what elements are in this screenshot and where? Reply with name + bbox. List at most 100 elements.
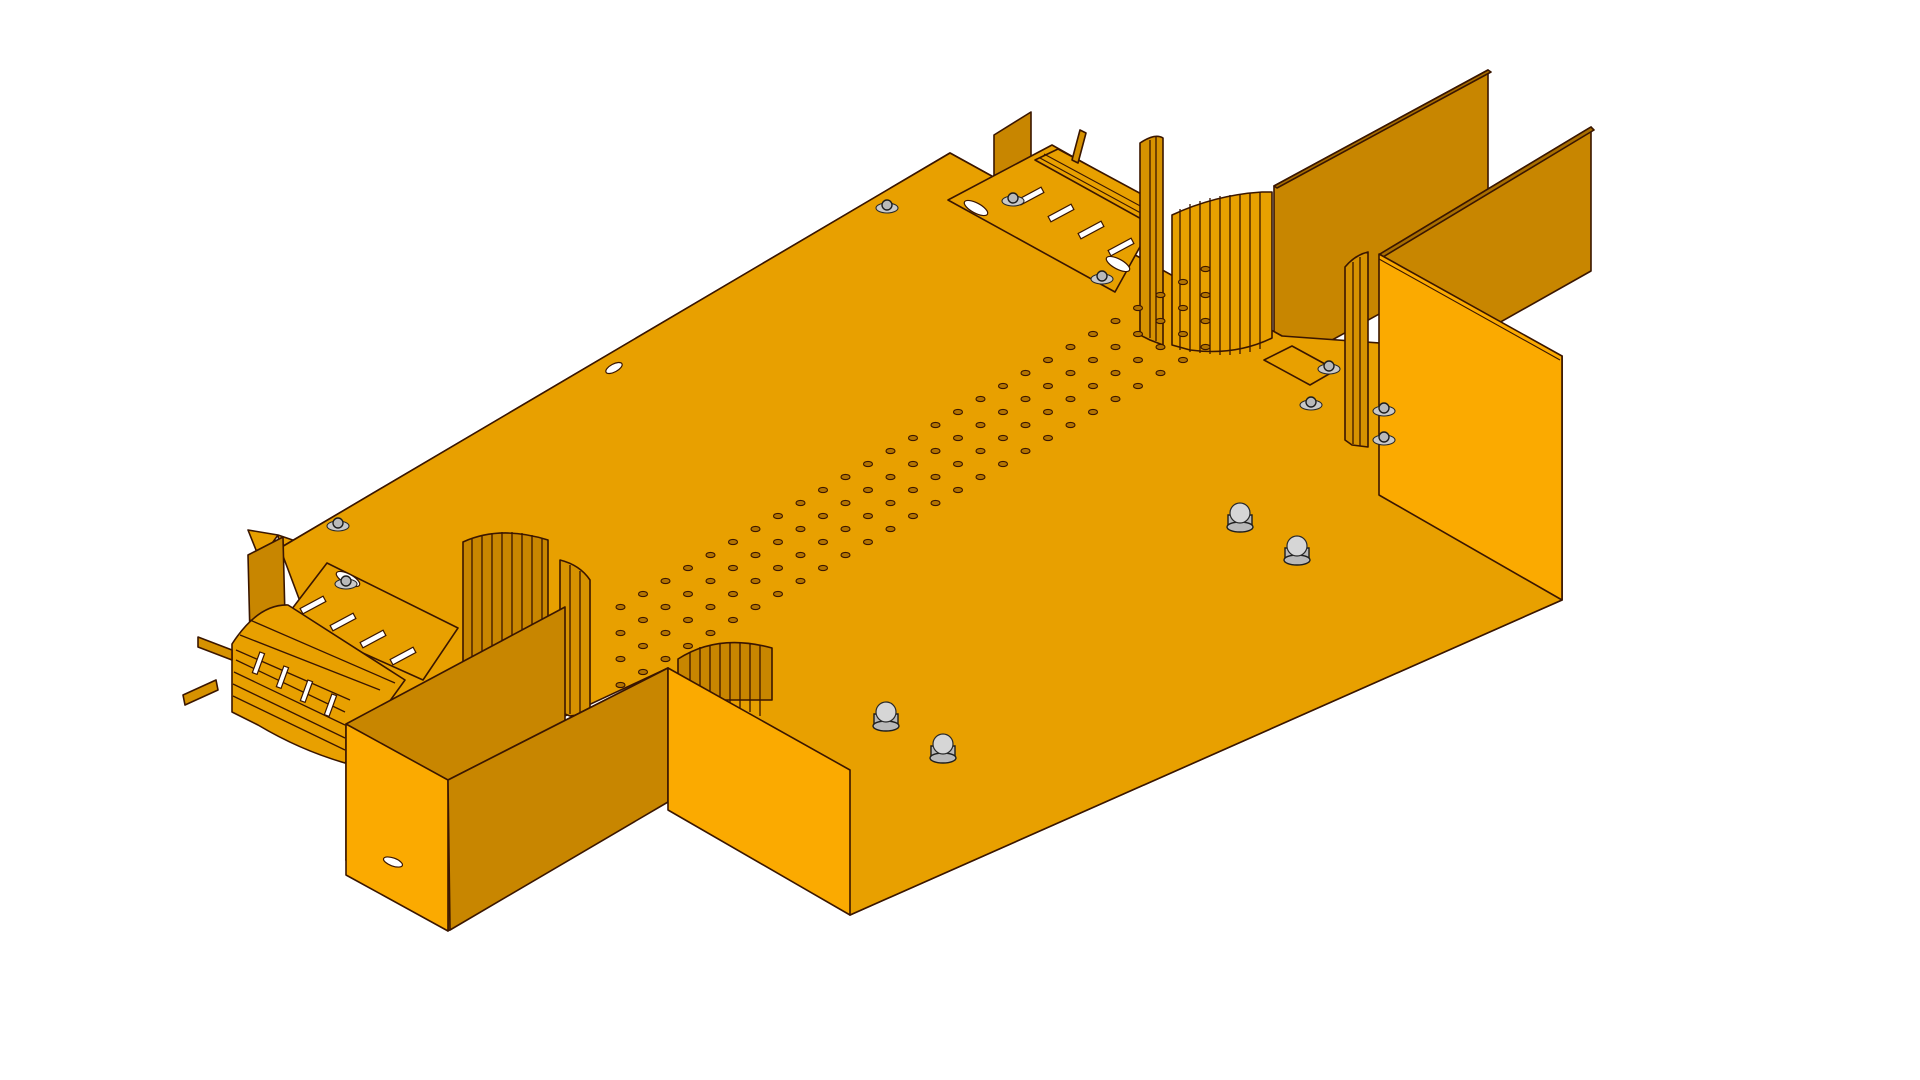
perforation-hole bbox=[1200, 265, 1211, 273]
perforation-hole bbox=[907, 512, 919, 520]
perforation-hole bbox=[1177, 356, 1189, 364]
perforation-hole bbox=[1200, 291, 1211, 299]
small-bolts bbox=[326, 192, 1396, 590]
cap-nut-1 bbox=[1226, 502, 1254, 533]
perforation-hole bbox=[1020, 369, 1031, 377]
perforation-hole bbox=[952, 434, 964, 442]
perforation-hole bbox=[772, 512, 784, 520]
perforation-hole bbox=[750, 603, 761, 611]
slot-cutout bbox=[1047, 203, 1075, 223]
perforation-hole bbox=[772, 564, 784, 572]
perforation-hole bbox=[1020, 447, 1031, 455]
perforation-hole bbox=[997, 434, 1009, 442]
front-u-channel bbox=[667, 641, 851, 916]
perforation-hole bbox=[682, 642, 694, 650]
perforation-hole bbox=[705, 551, 716, 559]
perforation-hole bbox=[637, 668, 649, 676]
perforation-hole bbox=[615, 655, 626, 663]
top-bend-guide bbox=[1139, 135, 1273, 355]
bolt-head bbox=[1305, 396, 1317, 408]
oval-slot bbox=[382, 856, 404, 868]
slot-cutout bbox=[299, 679, 314, 704]
perforation-hole bbox=[615, 681, 626, 689]
bolt-head bbox=[340, 575, 352, 587]
perforation-hole bbox=[930, 473, 941, 481]
perforation-hole bbox=[1020, 395, 1031, 403]
slot-cutout bbox=[299, 595, 327, 615]
perforation-hole bbox=[817, 486, 829, 494]
perforation-hole bbox=[637, 642, 649, 650]
slot-cutout bbox=[251, 651, 266, 676]
perforation-hole bbox=[772, 590, 784, 598]
back-wall-left-panel bbox=[1273, 69, 1492, 373]
perforation-hole bbox=[660, 655, 671, 663]
perforation-hole bbox=[975, 421, 986, 429]
slot-cutout bbox=[1107, 237, 1135, 257]
perforation-hole bbox=[840, 499, 851, 507]
perforation-hole bbox=[1200, 343, 1211, 351]
perforation-hole bbox=[727, 616, 739, 624]
perforation-hole bbox=[1132, 382, 1144, 390]
perforation-hole bbox=[1042, 434, 1054, 442]
perforation-hole bbox=[997, 460, 1009, 468]
perforation-hole bbox=[615, 629, 626, 637]
perforation-hole bbox=[750, 551, 761, 559]
perforation-hole bbox=[885, 525, 896, 533]
perforation-hole bbox=[1087, 330, 1099, 338]
perforation-hole bbox=[637, 590, 649, 598]
perforation-hole bbox=[1042, 382, 1054, 390]
perforation-hole bbox=[997, 408, 1009, 416]
perforation-hole bbox=[840, 525, 851, 533]
slot-cutout bbox=[323, 693, 338, 718]
perforation-hole bbox=[1155, 343, 1166, 351]
perforation-hole bbox=[817, 512, 829, 520]
perforation-hole bbox=[705, 629, 716, 637]
slot-cutout bbox=[1077, 220, 1105, 240]
perforation-hole bbox=[1132, 304, 1144, 312]
perforation-hole bbox=[1200, 317, 1211, 325]
plate-oval-hole bbox=[605, 361, 623, 375]
perforation-hole bbox=[930, 447, 941, 455]
perforation-hole bbox=[1087, 382, 1099, 390]
perforation-hole bbox=[1155, 317, 1166, 325]
perforation-hole bbox=[1087, 356, 1099, 364]
perforation-hole bbox=[1065, 421, 1076, 429]
left-u-channel bbox=[345, 606, 669, 932]
perforation-hole bbox=[795, 577, 806, 585]
perforation-hole bbox=[862, 538, 874, 546]
perforation-hole bbox=[840, 473, 851, 481]
perforation-hole bbox=[750, 577, 761, 585]
perforation-hole bbox=[975, 447, 986, 455]
cap-nuts bbox=[872, 502, 1311, 764]
perforation-hole bbox=[795, 551, 806, 559]
perforation-holes bbox=[615, 265, 1211, 689]
cap-nut-2 bbox=[1283, 535, 1311, 566]
perforation-hole bbox=[1065, 369, 1076, 377]
perforation-hole bbox=[660, 603, 671, 611]
perforation-hole bbox=[1042, 408, 1054, 416]
perforation-hole bbox=[952, 486, 964, 494]
perforation-hole bbox=[1110, 317, 1121, 325]
perforation-hole bbox=[727, 564, 739, 572]
perforation-hole bbox=[1110, 343, 1121, 351]
slot-cutout bbox=[275, 665, 290, 690]
bolt-head bbox=[1378, 402, 1390, 414]
perforation-hole bbox=[660, 577, 671, 585]
perforation-hole bbox=[885, 473, 896, 481]
perforation-hole bbox=[1177, 330, 1189, 338]
perforation-hole bbox=[1132, 356, 1144, 364]
perforation-hole bbox=[615, 603, 626, 611]
slot-cutout bbox=[389, 646, 417, 666]
slot-cutout bbox=[329, 612, 357, 632]
perforation-hole bbox=[705, 577, 716, 585]
oval-slot bbox=[1105, 255, 1131, 273]
perforation-hole bbox=[750, 525, 761, 533]
perforation-hole bbox=[907, 460, 919, 468]
perforation-hole bbox=[1132, 330, 1144, 338]
perforation-hole bbox=[637, 616, 649, 624]
perforation-hole bbox=[682, 590, 694, 598]
perforation-hole bbox=[682, 564, 694, 572]
perforation-hole bbox=[1110, 395, 1121, 403]
